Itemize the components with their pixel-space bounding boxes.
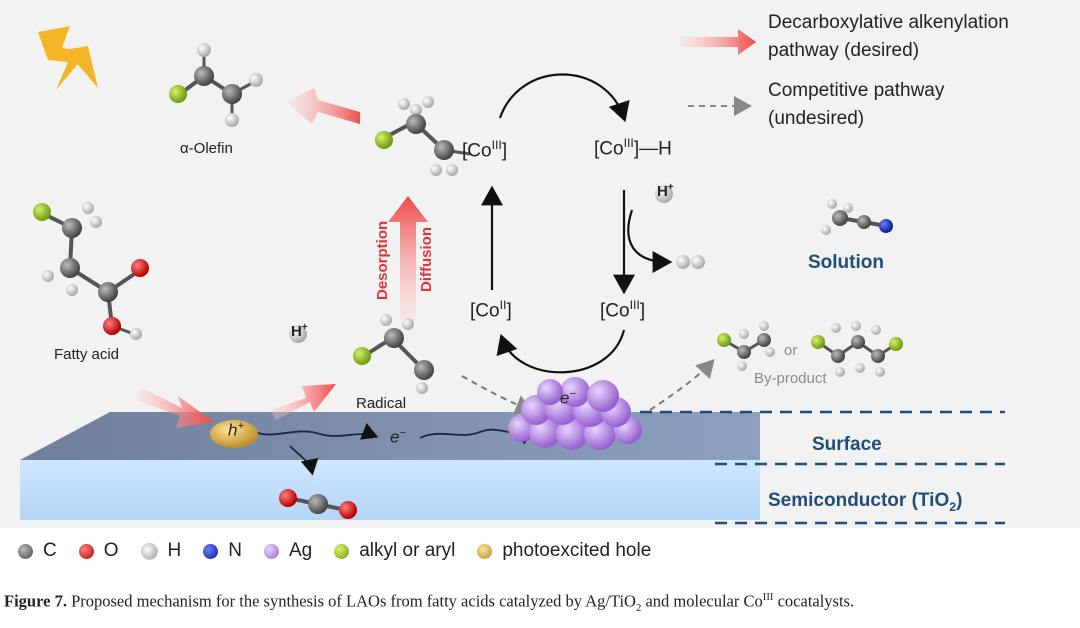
proton-sphere-mid: [289, 325, 307, 343]
legend-item: H: [140, 540, 182, 562]
legend-competitive-line2: (undesired): [768, 108, 865, 129]
proton-sphere-top: [655, 185, 673, 203]
alkyl-cobalt-molecule: [375, 96, 471, 176]
legend-label: N: [228, 540, 242, 561]
caption-superscript: III: [762, 591, 774, 603]
solution-label: Solution: [808, 252, 884, 273]
carbon-dot-icon: [18, 543, 33, 559]
radical-molecule: [353, 314, 434, 394]
legend-item: O: [78, 540, 119, 562]
caption-text: and molecular Co: [641, 591, 763, 611]
proton-top-label: H+: [657, 182, 674, 200]
proton-mid-label: H+: [291, 322, 308, 340]
legend-item: C: [18, 540, 57, 562]
atom-legend: C O H N Ag alkyl or aryl photoexcited ho…: [18, 540, 673, 562]
legend-label: H: [167, 540, 182, 561]
caption-text: cocatalysts.: [773, 591, 855, 611]
layer-dividers: [640, 410, 1005, 525]
co-ii-label: [CoII]: [470, 298, 512, 322]
fatty-acid-label: Fatty acid: [54, 346, 120, 363]
co-iii-h-label: [CoIII]—H: [594, 136, 672, 160]
nitrile-molecule: [821, 199, 893, 235]
alpha-olefin-molecule: [169, 43, 263, 127]
byproduct-dimer-molecule: [811, 321, 903, 377]
legend-desired-line2: pathway (desired): [768, 40, 920, 61]
hole-dot-icon: [477, 543, 493, 559]
red-arrows: [136, 88, 428, 428]
silver-dot-icon: [263, 543, 279, 559]
legend-competitive-line1: Competitive pathway: [768, 80, 945, 101]
radical-label: Radical: [356, 395, 407, 412]
electron-label: e−: [390, 427, 406, 447]
desired-pathway-arrow: [680, 29, 756, 55]
caption-text: Proposed mechanism for the synthesis of …: [66, 591, 636, 611]
legend-item: alkyl or aryl: [334, 540, 455, 562]
desorption-label: Desorption: [374, 220, 391, 300]
byproduct-label: By-product: [754, 370, 827, 387]
hydrogen-dot-icon: [140, 542, 158, 560]
caption-figure-number: Figure 7.: [4, 591, 67, 611]
semiconductor-label: Semiconductor (TiO2): [768, 490, 963, 514]
oxygen-dot-icon: [78, 543, 94, 559]
co2-molecule: [279, 489, 357, 519]
caption-subscript: 2: [635, 601, 642, 614]
olefin-label: α-Olefin: [180, 140, 233, 157]
semiconductor-slab: [20, 460, 760, 520]
surface-label: Surface: [812, 434, 882, 455]
co-iii-label: [CoIII]: [600, 298, 646, 322]
diffusion-label: Diffusion: [418, 227, 435, 292]
hole-label: h+: [228, 420, 244, 440]
legend-label: alkyl or aryl: [359, 540, 456, 561]
ag-nanoparticle: [508, 377, 642, 450]
legend-item: Ag: [263, 540, 313, 562]
nitrogen-dot-icon: [203, 543, 219, 559]
legend-label: C: [43, 540, 57, 561]
legend-item: N: [203, 540, 242, 562]
electron-ag-label: e−: [560, 388, 576, 408]
byproduct-alkane-molecule: [717, 321, 775, 371]
legend-label: O: [103, 540, 119, 561]
co-iii-alkyl-label: [CoIII]: [462, 138, 508, 162]
legend-desired-line1: Decarboxylative alkenylation: [768, 12, 1009, 33]
or-label: or: [784, 342, 798, 359]
legend-item: photoexcited hole: [477, 540, 651, 562]
hydrogen-molecule: [676, 255, 705, 269]
figure-caption: Figure 7. Proposed mechanism for the syn…: [4, 591, 1076, 614]
alkyl-dot-icon: [334, 543, 350, 559]
lightning-icon: [38, 26, 98, 90]
fatty-acid-molecule: [33, 202, 149, 340]
catalytic-cycle: [481, 73, 673, 374]
legend-label: Ag: [288, 540, 313, 561]
photoexcited-hole: [210, 420, 258, 448]
legend-label: photoexcited hole: [502, 540, 652, 561]
